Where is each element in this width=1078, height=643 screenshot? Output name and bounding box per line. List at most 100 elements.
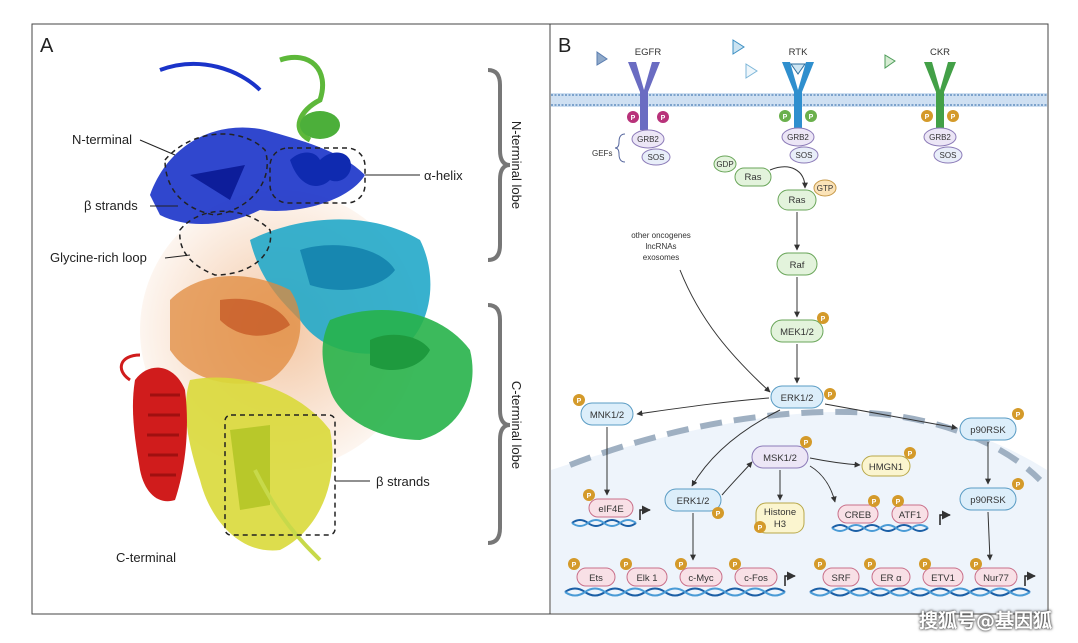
tf-etv1-node	[922, 567, 964, 587]
tf-cfos: c-Fos	[744, 573, 768, 584]
label-glycine-loop: Glycine-rich loop	[50, 250, 147, 265]
label-sos-rtk: SOS	[796, 151, 813, 160]
p-cmyc: P	[679, 562, 684, 569]
label-histone-1: Histone	[764, 507, 796, 518]
label-eif4e: eIF4E	[598, 504, 623, 515]
p-creb: P	[872, 499, 877, 506]
p-mek-dot	[817, 312, 829, 324]
creb-node	[837, 504, 879, 524]
label-n-terminal: N-terminal	[72, 132, 132, 147]
arrow-msk-creb	[809, 465, 837, 503]
p-cmyc-dot	[675, 558, 687, 570]
p-cfos: P	[733, 562, 738, 569]
tf-cfos-node	[734, 567, 778, 587]
label-other-2: lncRNAs	[645, 242, 676, 251]
protein-ribbon	[119, 54, 473, 562]
p-histone: P	[758, 525, 763, 532]
label-beta-strands-bottom: β strands	[376, 474, 430, 489]
p-erk-nuclear: P	[716, 511, 721, 518]
p-era: P	[868, 562, 873, 569]
label-ckr: CKR	[930, 47, 950, 58]
mnk-node	[580, 402, 634, 426]
transcription-arrows	[639, 505, 1036, 586]
tf-era: ER α	[880, 573, 902, 584]
p-nur77: P	[974, 562, 979, 569]
label-c-lobe: C-terminal lobe	[509, 381, 524, 469]
msk-node	[751, 445, 809, 469]
label-grb2-egfr: GRB2	[637, 135, 659, 144]
p-cfos-dot	[729, 558, 741, 570]
p-atf1-dot	[892, 495, 904, 507]
label-atf1: ATF1	[899, 510, 922, 521]
panel-a-letter: A	[40, 35, 54, 57]
ligand-triangles	[596, 39, 896, 79]
label-alpha-helix: α-helix	[424, 168, 463, 183]
gtp-node	[813, 179, 837, 197]
p-egfr-2: P	[661, 115, 666, 122]
arrow-msk-hmgn1	[809, 457, 861, 468]
p-elk1: P	[624, 562, 629, 569]
tf-ets: Ets	[589, 573, 603, 584]
p-ckr-1: P	[925, 114, 930, 121]
label-hmgn1: HMGN1	[869, 462, 903, 473]
p-eif4e: P	[587, 493, 592, 500]
p-etv1-dot	[919, 558, 931, 570]
p90rsk-cyto-node	[959, 417, 1017, 441]
raf-node	[776, 252, 818, 276]
p-p90rsk-nuclear: P	[1016, 482, 1021, 489]
label-mek: MEK1/2	[780, 327, 814, 338]
label-raf: Raf	[790, 260, 805, 271]
rtk-receptor	[782, 62, 814, 130]
histone-node	[755, 502, 805, 534]
label-gtp: GTP	[817, 184, 833, 193]
arrow-ras-activation	[769, 166, 808, 189]
panel-b-letter: B	[558, 35, 571, 57]
p-p90rsk-cyto: P	[1016, 412, 1021, 419]
grb2-sos-rtk	[781, 127, 819, 164]
p-p90rsk-nuclear-dot	[1012, 478, 1024, 490]
p-histone-dot	[754, 521, 766, 533]
p-hmgn1-dot	[904, 447, 916, 459]
p-msk-dot	[800, 436, 812, 448]
p-creb-dot	[868, 495, 880, 507]
erk-nuclear-node	[664, 488, 722, 512]
label-histone-2: H3	[774, 519, 786, 530]
p-msk: P	[804, 440, 809, 447]
label-grb2-ckr: GRB2	[929, 133, 951, 142]
p-srf-dot	[814, 558, 826, 570]
arrow-erk-p90rsk	[824, 403, 958, 430]
p-etv1: P	[923, 562, 928, 569]
p-rtk-2: P	[809, 114, 814, 121]
p-egfr-1: P	[631, 115, 636, 122]
lobe-brackets	[487, 68, 511, 545]
arrow-p90rsk-nur77	[986, 511, 993, 561]
label-sos-ckr: SOS	[940, 151, 957, 160]
erk-node	[770, 385, 824, 409]
arrow-erk-nuclear-erk	[691, 409, 781, 487]
label-ras-active: Ras	[789, 195, 806, 206]
arrow-erk-msk	[721, 461, 753, 496]
p-erk-nuclear-dot	[712, 507, 724, 519]
hmgn1-node	[861, 455, 911, 477]
label-gefs: GEFs	[592, 149, 612, 158]
label-erk-nuclear: ERK1/2	[677, 496, 710, 507]
label-c-terminal: C-terminal	[116, 550, 176, 565]
p-nur77-dot	[970, 558, 982, 570]
tf-srf-node	[822, 567, 860, 587]
p-mnk-dot	[573, 394, 585, 406]
tf-elk1-node	[626, 567, 668, 587]
tf-elk1: Elk 1	[636, 573, 657, 584]
ras-inactive-node	[734, 167, 772, 187]
p-atf1: P	[896, 499, 901, 506]
p-mnk: P	[577, 398, 582, 405]
tf-nur77-node	[974, 567, 1018, 587]
p-ckr-2: P	[951, 114, 956, 121]
annotation-dashed-regions	[164, 133, 366, 536]
p-erk-dot	[824, 388, 836, 400]
ckr-receptor	[924, 62, 956, 130]
p-p90rsk-cyto-dot	[1012, 408, 1024, 420]
watermark: 搜狐号@基因狐	[918, 610, 1052, 632]
leader-lines	[139, 139, 420, 482]
receptor-phospho-rtk	[779, 110, 817, 122]
